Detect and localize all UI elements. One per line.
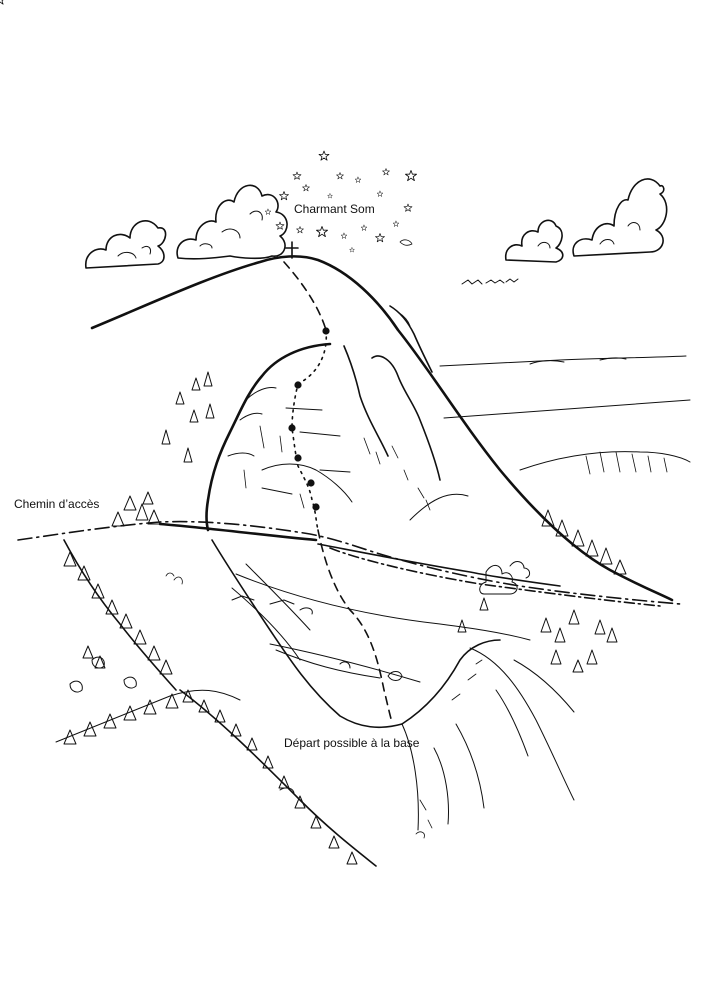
cliff-face bbox=[205, 342, 469, 532]
belay-point bbox=[294, 454, 302, 462]
approach-dashed-line bbox=[283, 261, 393, 723]
summit-label: Charmant Som bbox=[294, 202, 375, 216]
cloud-right bbox=[504, 178, 668, 263]
belay-point bbox=[322, 327, 330, 335]
cloud-left bbox=[85, 219, 167, 269]
summit-stars bbox=[0, 0, 417, 253]
climbing-route-dotted bbox=[288, 327, 330, 531]
conifer-trees-right bbox=[457, 509, 627, 673]
belay-point bbox=[312, 503, 320, 511]
far-birds bbox=[461, 278, 519, 285]
belay-point bbox=[288, 424, 296, 432]
distant-horizon bbox=[439, 355, 691, 475]
access-path-label: Chemin d’accès bbox=[14, 497, 100, 511]
cloud-mid bbox=[176, 184, 288, 260]
access-path-line bbox=[17, 520, 681, 607]
central-gully bbox=[165, 539, 575, 839]
belay-point bbox=[307, 479, 315, 487]
lower-left-slope bbox=[55, 539, 377, 867]
mountain-outline bbox=[90, 255, 674, 602]
base-start-label: Départ possible à la base bbox=[284, 736, 420, 750]
conifer-trees-left bbox=[111, 371, 215, 527]
belay-point bbox=[294, 381, 302, 389]
